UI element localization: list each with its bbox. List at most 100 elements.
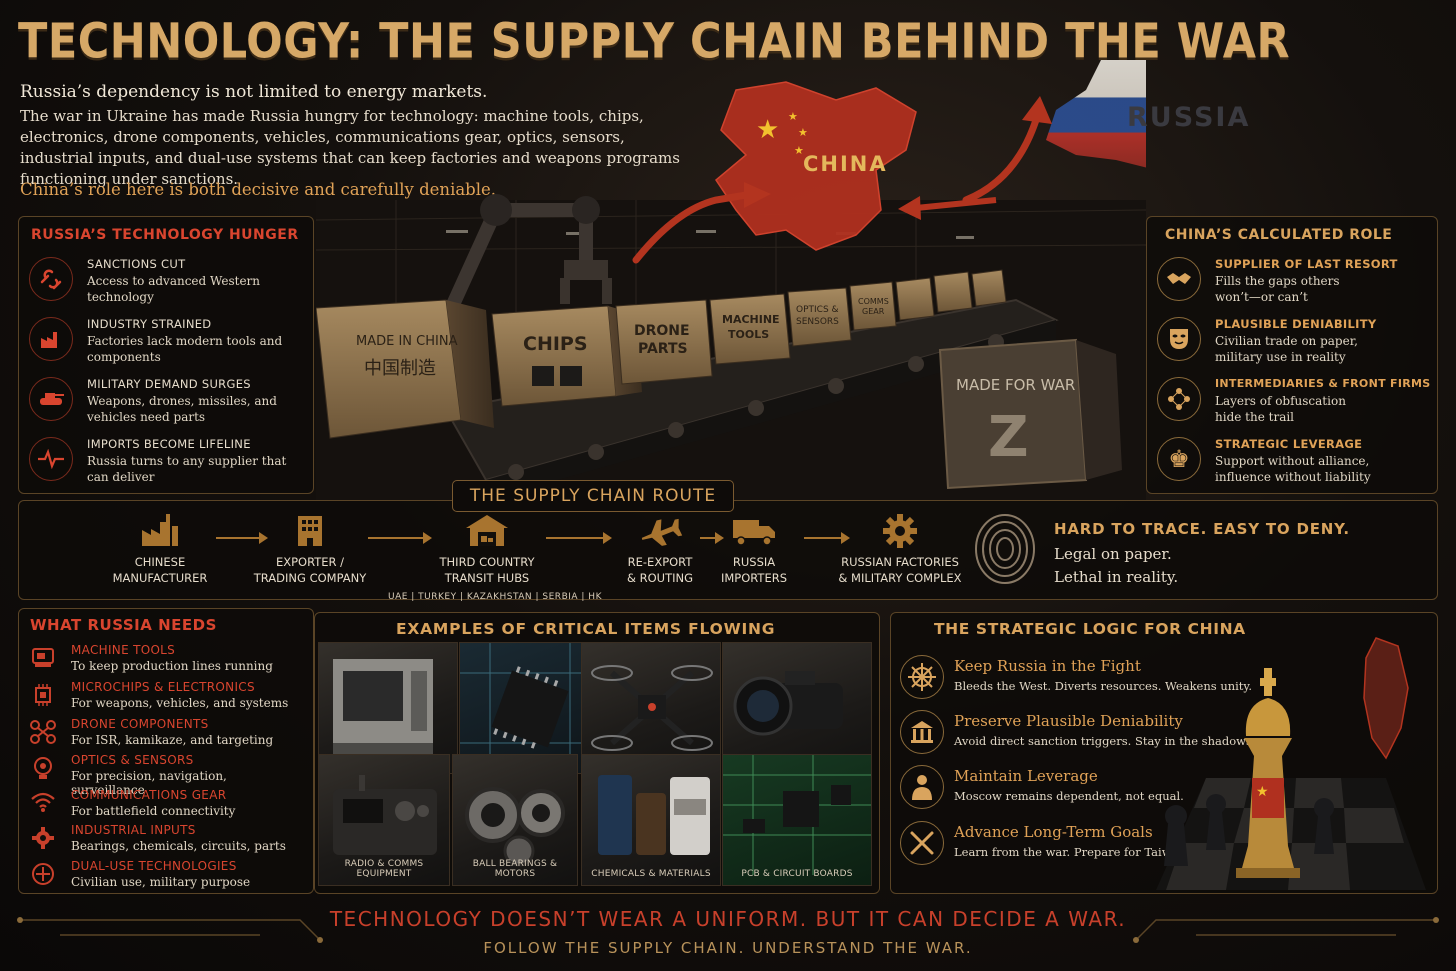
svg-text:★: ★	[1256, 784, 1269, 800]
china-role-item: INTERMEDIARIES & FRONT FIRMS Layers of o…	[1157, 375, 1437, 431]
route-node-russian-factories: RUSSIAN FACTORIES& MILITARY COMPLEX	[830, 512, 970, 585]
china-role-item-title: INTERMEDIARIES & FRONT FIRMS	[1215, 377, 1431, 390]
tile-caption: BALL BEARINGS & MOTORS	[472, 859, 558, 879]
intro-lead: Russia’s dependency is not limited to en…	[20, 82, 488, 102]
handshake-icon	[1157, 257, 1201, 301]
route-arrow	[368, 532, 432, 544]
china-role-panel: CHINA’S CALCULATED ROLE SUPPLIER OF LAST…	[1146, 216, 1438, 494]
china-role-item-desc: Support without alliance, influence with…	[1215, 454, 1371, 484]
china-role-item-desc: Layers of obfuscation hide the trail	[1215, 394, 1346, 424]
svg-text:Z: Z	[988, 405, 1029, 470]
china-map-label: CHINA	[803, 152, 888, 176]
route-node-re-export: RE-EXPORT& ROUTING	[600, 512, 720, 585]
hunger-item-desc: Access to advanced Western technology	[87, 274, 261, 304]
needs-title: WHAT RUSSIA NEEDS	[30, 616, 217, 634]
tile-radio: RADIO & COMMS EQUIPMENT	[318, 754, 450, 886]
trace-title: HARD TO TRACE. EASY TO DENY.	[1054, 520, 1350, 538]
office-building-icon	[298, 516, 322, 546]
svg-text:MADE IN CHINA: MADE IN CHINA	[356, 334, 458, 349]
tank-icon	[29, 377, 73, 421]
ship-wheel-icon	[900, 655, 944, 699]
tile-caption: CHEMICALS & MATERIALS	[591, 869, 711, 879]
hunger-item-desc: Russia turns to any supplier that can de…	[87, 454, 287, 484]
route-arrow	[700, 532, 724, 544]
gear-icon	[30, 826, 56, 852]
fingerprint-icon	[975, 514, 1035, 584]
heartbeat-icon	[29, 437, 73, 481]
government-building-icon	[900, 710, 944, 754]
factory-icon	[142, 514, 178, 546]
hunger-item: MILITARY DEMAND SURGES Weapons, drones, …	[29, 375, 309, 431]
tile-drone	[581, 642, 721, 774]
tile-microchip	[459, 642, 599, 774]
tile-pcb: PCB & CIRCUIT BOARDS	[722, 754, 872, 886]
footer-subline: FOLLOW THE SUPPLY CHAIN. UNDERSTAND THE …	[483, 939, 973, 957]
critical-items-title: EXAMPLES OF CRITICAL ITEMS FLOWING	[396, 620, 776, 638]
svg-text:PARTS: PARTS	[638, 341, 688, 357]
hunger-title: RUSSIA’S TECHNOLOGY HUNGER	[31, 227, 299, 243]
svg-text:CHIPS: CHIPS	[523, 333, 588, 355]
tile-bearings: BALL BEARINGS & MOTORS	[452, 754, 578, 886]
dual-use-icon	[30, 862, 56, 888]
russia-map-label: RUSSIA	[1127, 102, 1251, 133]
china-role-item-title: SUPPLIER OF LAST RESORT	[1215, 257, 1398, 271]
transit-hubs-list: UAE | TURKEY | KAZAKHSTAN | SERBIA | HK	[388, 592, 602, 602]
svg-text:COMMS: COMMS	[858, 297, 889, 306]
tile-optic-scope	[722, 642, 872, 774]
hunger-item: IMPORTS BECOME LIFELINE Russia turns to …	[29, 435, 309, 491]
svg-text:TOOLS: TOOLS	[728, 328, 769, 341]
wifi-icon	[30, 791, 56, 817]
lens-icon	[30, 756, 56, 782]
tile-caption: PCB & CIRCUIT BOARDS	[741, 869, 853, 879]
tile-chemicals: CHEMICALS & MATERIALS	[581, 754, 721, 886]
crossed-swords-icon	[900, 821, 944, 865]
page-title: TECHNOLOGY: THE SUPPLY CHAIN BEHIND THE …	[18, 14, 1291, 70]
svg-text:★: ★	[756, 115, 779, 145]
truck-icon	[733, 520, 775, 546]
supply-route-panel	[18, 500, 1438, 600]
svg-text:★: ★	[798, 126, 808, 139]
warehouse-icon	[466, 515, 508, 546]
hunger-item: INDUSTRY STRAINED Factories lack modern …	[29, 315, 309, 371]
trace-line-1: Legal on paper.	[1054, 545, 1172, 563]
china-role-item-title: STRATEGIC LEVERAGE	[1215, 437, 1363, 451]
china-role-item: SUPPLIER OF LAST RESORT Fills the gaps o…	[1157, 255, 1437, 311]
svg-text:OPTICS &: OPTICS &	[796, 305, 839, 315]
russia-needs-panel	[18, 608, 314, 894]
svg-text:GEAR: GEAR	[862, 307, 885, 316]
hunger-item-title: INDUSTRY STRAINED	[87, 317, 212, 331]
footer-tagline: TECHNOLOGY DOESN’T WEAR A UNIFORM. BUT I…	[329, 907, 1127, 931]
svg-text:DRONE: DRONE	[634, 323, 690, 339]
svg-text:★: ★	[794, 144, 804, 157]
trace-line-2: Lethal in reality.	[1054, 568, 1179, 586]
chip-icon	[30, 683, 56, 709]
svg-text:★: ★	[788, 110, 798, 123]
intro-body: The war in Ukraine has made Russia hungr…	[20, 107, 680, 188]
hunger-item-title: IMPORTS BECOME LIFELINE	[87, 437, 251, 451]
svg-text:中国制造: 中国制造	[364, 358, 436, 379]
person-icon	[900, 765, 944, 809]
russia-hunger-panel: RUSSIA’S TECHNOLOGY HUNGER SANCTIONS CUT…	[18, 216, 314, 494]
hunger-item: SANCTIONS CUT Access to advanced Western…	[29, 255, 309, 311]
route-node-exporter: EXPORTER /TRADING COMPANY	[248, 512, 372, 585]
factory-scene-illustration: ★ ★ ★ ★ MADE IN CHINA 中国制造	[316, 60, 1146, 500]
hunger-item-desc: Factories lack modern tools and componen…	[87, 334, 283, 364]
svg-text:SENSORS: SENSORS	[796, 317, 839, 327]
tile-cnc-machine	[318, 642, 458, 774]
network-icon	[1157, 377, 1201, 421]
strategic-logic-title: THE STRATEGIC LOGIC FOR CHINA	[934, 620, 1246, 638]
hunger-item-title: MILITARY DEMAND SURGES	[87, 377, 251, 391]
